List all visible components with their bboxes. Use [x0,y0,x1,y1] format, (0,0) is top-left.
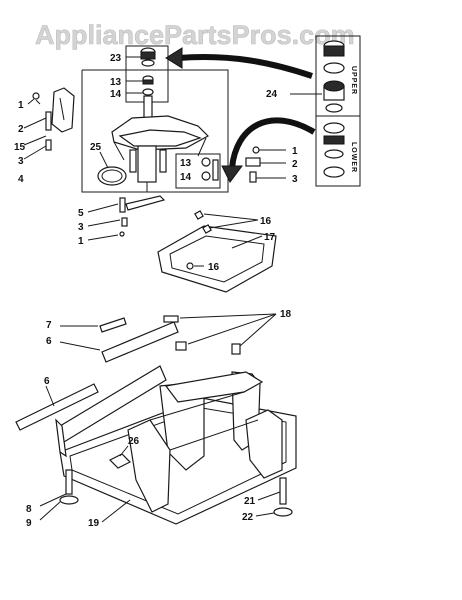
callout-13-detail: 13 [180,158,192,169]
callout-labels: 23 13 14 24 1 2 15 3 25 4 13 14 1 2 3 5 … [14,53,357,529]
bracket-26 [108,445,132,469]
callout-3-right: 3 [292,174,298,185]
callout-8: 8 [26,504,32,515]
callout-1-lower: 1 [78,236,84,247]
lower-left-parts [87,195,166,241]
callout-18: 18 [280,309,292,320]
callout-21: 21 [244,496,256,507]
motor-mount-plate [157,210,277,293]
callout-16: 16 [260,216,272,227]
callout-3-lower: 3 [78,222,84,233]
callout-16-lower: 16 [208,262,220,273]
mounting-rails [15,317,179,431]
callout-1-right: 1 [292,146,298,157]
callout-14: 14 [110,89,122,100]
callout-14-detail: 14 [180,172,192,183]
transmission-body [111,95,209,192]
callout-1: 1 [18,100,24,111]
callout-6-lower: 6 [44,376,50,387]
callout-5: 5 [78,208,84,219]
curved-arrows [165,47,316,183]
drive-belt [97,151,127,186]
hold-down-clips [163,313,277,355]
leveling-feet [39,469,293,523]
callout-13: 13 [110,77,122,88]
right-small-parts [245,146,286,183]
callout-19: 19 [88,518,100,529]
callout-25: 25 [90,142,102,153]
callout-6: 6 [46,336,52,347]
callout-2-right: 2 [292,159,298,170]
inner-detail-box [175,153,221,189]
watermark-text: AppliancePartsPros.com [35,20,355,50]
callout-17: 17 [264,232,276,243]
callout-7: 7 [46,320,52,331]
callout-22: 22 [242,512,254,523]
left-bracket-parts [23,87,75,160]
upper-label: UPPER [350,66,357,95]
callout-9: 9 [26,518,32,529]
callout-15: 15 [14,142,26,153]
callout-26: 26 [128,436,140,447]
callout-3: 3 [18,156,24,167]
bearing-kit-boxes [290,35,361,187]
callout-2: 2 [18,124,24,135]
base-frame [55,365,297,525]
callout-23: 23 [110,53,122,64]
bearing-stack-parts [126,47,156,96]
callout-4: 4 [18,174,24,185]
lower-label: LOWER [350,142,357,173]
callout-24: 24 [266,89,278,100]
